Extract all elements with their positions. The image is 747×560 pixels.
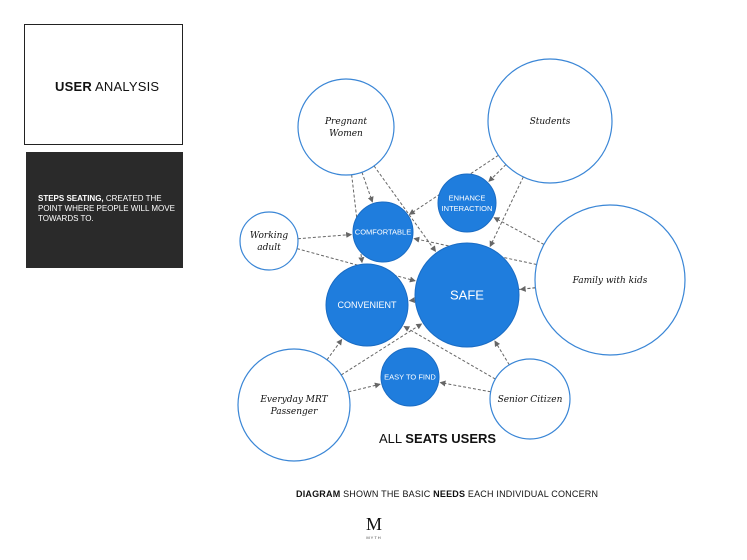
arrow-family-to-enhance: [493, 217, 545, 245]
logo-letter: M: [366, 514, 383, 534]
need-circle-easy: [380, 347, 440, 407]
note-rest: CREATED THE POINT WHERE PEOPLE WILL MOVE…: [38, 194, 175, 223]
need-label-line: ENHANCE: [449, 193, 486, 202]
note-box: STEPS SEATING, CREATED THE POINT WHERE P…: [26, 152, 183, 268]
arrow-everyday-to-convenient: [326, 338, 343, 361]
arrow-students-to-enhance: [488, 164, 507, 182]
user-label-family: Family with kids: [572, 276, 648, 286]
need-label-line: INTERACTION: [442, 204, 493, 213]
need-label-line: CONVENIENT: [337, 300, 397, 310]
need-label-enhance: ENHANCE INTERACTION: [442, 193, 493, 213]
user-circle-pregnant: [297, 78, 395, 176]
user-label-line: Everyday MRT: [259, 395, 328, 405]
arrow-pregnant-to-comfortable: [361, 172, 374, 203]
arrow-students-to-safe: [489, 176, 524, 248]
arrow-working-to-comfortable: [297, 231, 353, 240]
user-circle-students: [487, 58, 613, 184]
need-circle-safe: [414, 242, 520, 348]
diagram-caption-text-1: SHOWN THE BASIC: [343, 489, 431, 499]
arrow-senior-to-easy: [439, 380, 491, 393]
diagram-caption-text-2: EACH INDIVIDUAL CONCERN: [467, 489, 599, 499]
logo-subtext: MYTH: [366, 535, 382, 540]
arrow-students-to-comfortable: [408, 154, 499, 215]
users-caption-strong: SEATS USERS: [405, 431, 497, 446]
note-strong: STEPS SEATING,: [38, 194, 104, 203]
user-label-working: Working adult: [250, 231, 288, 253]
arrow-everyday-to-easy: [348, 382, 381, 393]
myth-logo: M MYTH: [366, 515, 382, 540]
arrows-layer: [296, 154, 545, 393]
arrow-everyday-to-safe: [340, 323, 423, 376]
user-label-line: Working: [250, 231, 288, 241]
user-label-senior: Senior Citizen: [498, 395, 563, 405]
users-caption: ALL SEATS USERS: [379, 431, 496, 446]
need-label-comfortable: COMFORTABLE: [355, 228, 411, 237]
title-light: ANALYSIS: [95, 79, 160, 94]
page-title: USER ANALYSIS: [55, 79, 159, 94]
user-label-line: Family with kids: [572, 276, 648, 286]
diagram-caption: DIAGRAM SHOWN THE BASIC NEEDS EACH INDIV…: [296, 489, 598, 499]
need-label-convenient: CONVENIENT: [337, 300, 397, 310]
user-label-line: adult: [257, 243, 281, 253]
diagram-caption-strong-1: DIAGRAM: [296, 489, 341, 499]
arrow-pregnant-to-safe: [373, 165, 437, 252]
need-label-line: SAFE: [450, 288, 484, 303]
need-label-easy: EASY TO FIND: [384, 373, 436, 382]
need-label-line: COMFORTABLE: [355, 228, 411, 237]
user-label-line: Passenger: [270, 407, 318, 417]
title-strong: USER: [55, 79, 92, 94]
arrow-senior-to-safe: [494, 340, 510, 366]
user-label-line: Pregnant: [324, 117, 367, 127]
arrow-senior-to-convenient: [403, 325, 496, 380]
note-text: STEPS SEATING, CREATED THE POINT WHERE P…: [38, 194, 178, 224]
diagram-caption-strong-2: NEEDS: [433, 489, 466, 499]
user-circle-everyday: [237, 348, 351, 462]
need-label-line: EASY TO FIND: [384, 373, 436, 382]
user-label-line: Senior Citizen: [498, 395, 563, 405]
title-box: USER ANALYSIS: [24, 24, 183, 145]
need-circle-comfortable: [352, 201, 414, 263]
users-caption-light: ALL: [379, 431, 402, 446]
need-label-safe: SAFE: [450, 288, 484, 303]
need-circle-convenient: [325, 263, 409, 347]
user-circle-family: [534, 204, 686, 356]
user-circle-senior: [489, 358, 571, 440]
user-label-line: Students: [530, 117, 571, 127]
user-label-line: Women: [329, 129, 363, 139]
need-circle-enhance: [437, 173, 497, 233]
user-label-students: Students: [530, 117, 571, 127]
user-label-everyday: Everyday MRT Passenger: [259, 395, 328, 417]
user-circle-working: [239, 211, 299, 271]
